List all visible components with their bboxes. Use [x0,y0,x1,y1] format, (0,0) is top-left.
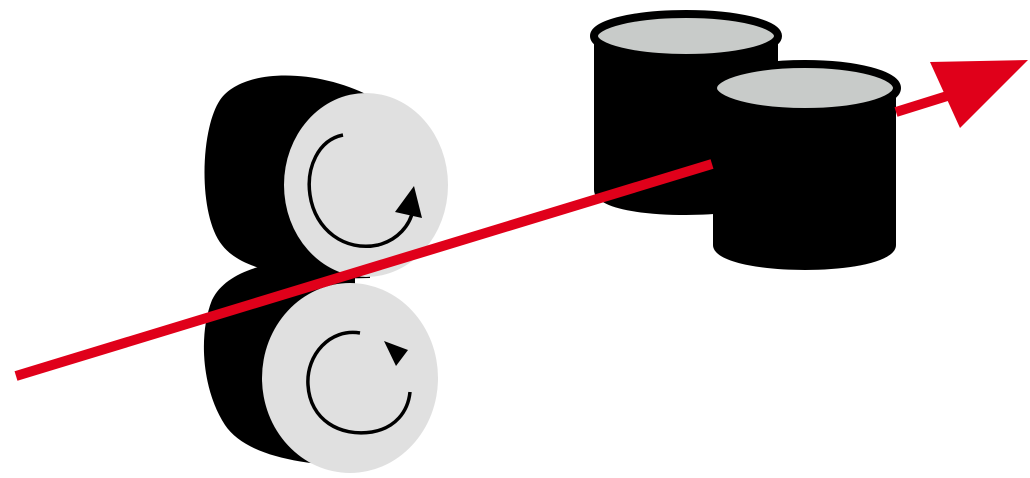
upper-feed-roller [204,75,448,279]
arrowhead-icon [384,341,408,366]
circular-arrow-icon [306,330,412,435]
feed-line-left [14,159,714,381]
rear-cylinder-top [590,10,782,62]
feed-path-arrow [14,60,1028,381]
arrowhead-icon [930,60,1028,128]
lower-roller-face [262,283,438,473]
lower-feed-roller [203,259,438,473]
front-cylinder-body [713,88,896,270]
front-cylinder-top [709,60,901,116]
circular-arrow-icon [307,133,415,248]
upper-roller-face [284,93,448,277]
arrowhead-icon [395,186,422,218]
front-cylinder [709,60,901,270]
